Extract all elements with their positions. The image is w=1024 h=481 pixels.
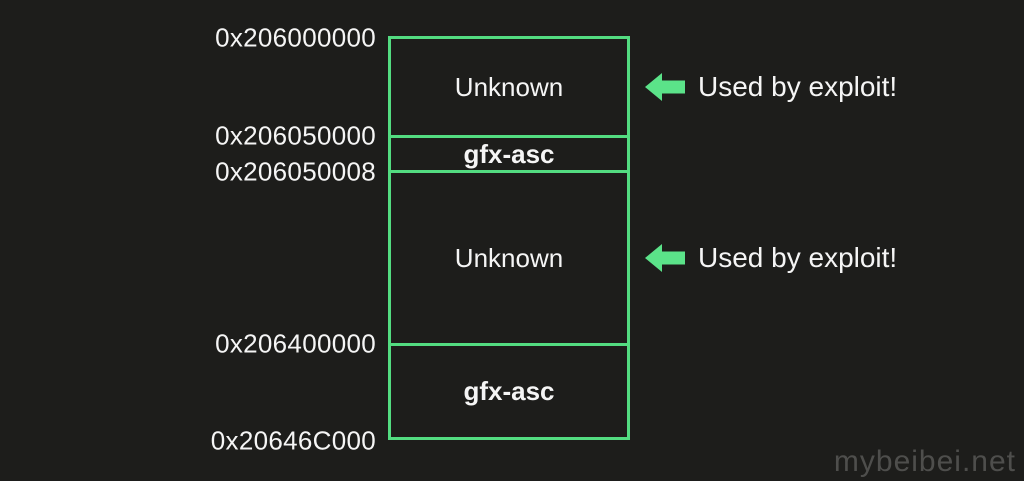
address-label: 0x206050008 (215, 156, 376, 187)
address-label: 0x206050000 (215, 120, 376, 151)
watermark: mybeibei.net (833, 445, 1016, 478)
memory-region-unknown-1: Unknown (391, 39, 627, 138)
memory-region-gfx-asc-1: gfx-asc (391, 138, 627, 173)
left-arrow-icon (645, 244, 685, 272)
annotation-exploit-1: Used by exploit! (645, 71, 897, 103)
address-label: 0x206400000 (215, 328, 376, 359)
annotation-text: Used by exploit! (698, 71, 898, 102)
memory-region-label: gfx-asc (463, 138, 555, 169)
memory-region-label: Unknown (454, 242, 564, 273)
annotation-exploit-2: Used by exploit! (645, 242, 897, 274)
memory-region-label: gfx-asc (463, 376, 555, 406)
address-label: 0x20646C000 (210, 425, 376, 456)
memory-region-gfx-asc-2: gfx-asc (391, 346, 627, 437)
memory-region-unknown-2: Unknown (391, 173, 627, 346)
annotation-text: Used by exploit! (698, 242, 898, 273)
left-arrow-icon (645, 73, 685, 101)
memory-map-box: Unknown gfx-asc Unknown gfx-asc (388, 36, 630, 440)
memory-region-label: Unknown (454, 71, 564, 102)
address-label: 0x206000000 (215, 22, 376, 53)
